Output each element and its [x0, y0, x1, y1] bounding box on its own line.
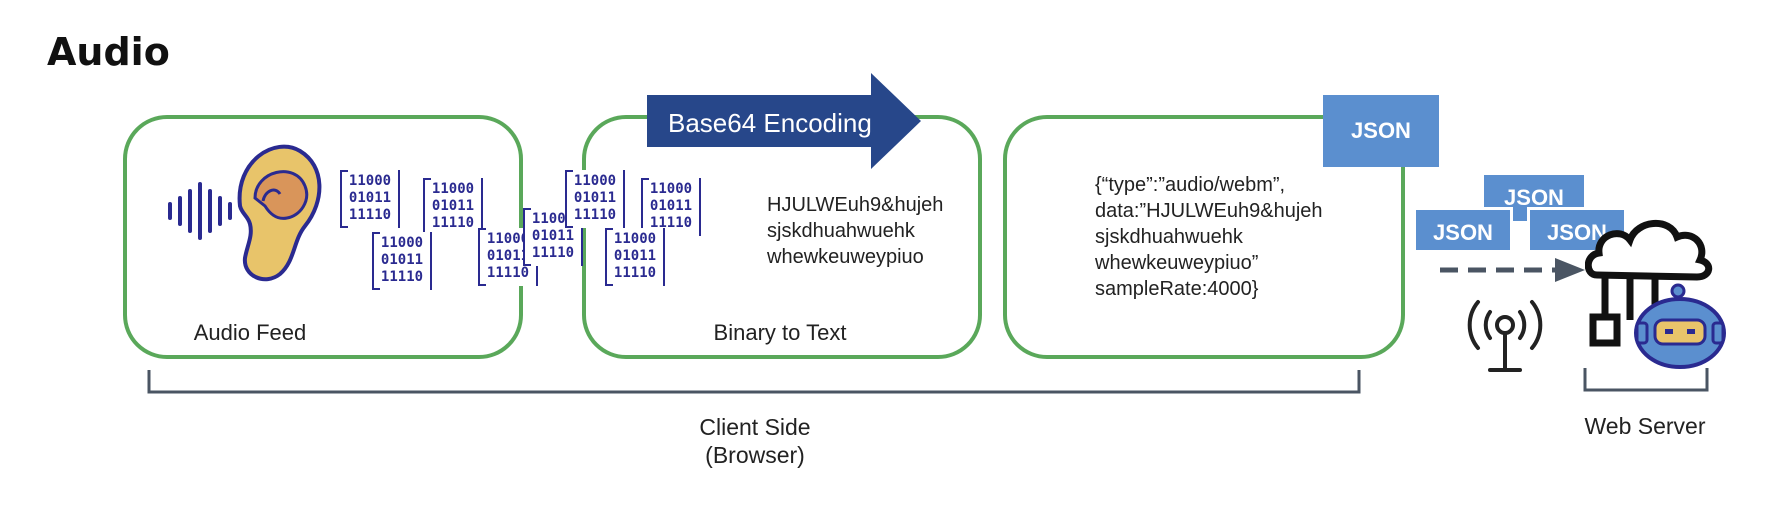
binary-block: 11000 01011 11110 [565, 170, 625, 228]
json-packet: JSON [1413, 207, 1513, 253]
audio-feed-panel [123, 115, 523, 359]
encoded-text: HJULWEuh9&hujeh sjskdhuahwuehk whewkeuwe… [767, 194, 944, 268]
cloud-icon [1584, 219, 1713, 281]
base64-arrow-label: Base64 Encoding [668, 108, 872, 138]
server-icon [1589, 277, 1659, 347]
client-side-bracket [147, 370, 1361, 396]
web-server-graphic [1584, 205, 1745, 375]
binary-block: 11000 01011 11110 [605, 228, 665, 286]
web-server-caption: Web Server [1584, 413, 1706, 439]
json-packet: JSON [1527, 207, 1627, 253]
audio-ear-icon-group [165, 136, 325, 286]
binary-block: 11000 01011 11110 [372, 232, 432, 290]
json-tag: JSON [1323, 95, 1439, 167]
robot-icon [1634, 283, 1726, 369]
sound-wave-icon [168, 182, 232, 240]
client-side-caption: Client Side (Browser) [699, 414, 811, 468]
page-title: Audio [47, 30, 170, 74]
audio-feed-label: Audio Feed [193, 320, 307, 345]
binary-block: 11000 01011 11110 [641, 178, 701, 236]
binary-block: 11000 01011 11110 [340, 170, 400, 228]
binary-block: 11000 01011 11110 [478, 228, 538, 286]
json-payload: {“type”:”audio/webm”, data:”HJULWEuh9&hu… [1095, 174, 1323, 300]
ear-icon [168, 144, 322, 282]
dashed-arrow-icon [1440, 255, 1590, 285]
antenna-icon [1460, 290, 1550, 375]
binary-block: 11000 01011 11110 [423, 178, 483, 236]
binary-to-text-label: Binary to Text [713, 320, 847, 345]
web-server-bracket [1583, 368, 1709, 394]
base64-arrow [647, 73, 921, 169]
